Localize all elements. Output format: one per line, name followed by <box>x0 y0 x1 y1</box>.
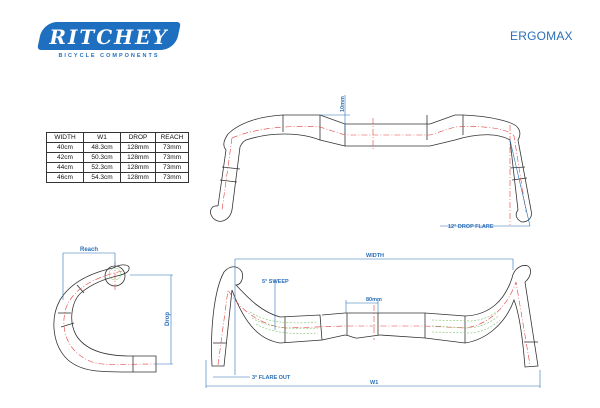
w1-label: W1 <box>370 380 378 386</box>
front-view-drawing <box>210 114 532 223</box>
width-label: WIDTH <box>366 253 384 259</box>
reach-label: Reach <box>80 247 98 253</box>
clamp-width-label: 80mm <box>366 297 382 303</box>
side-view-dimensions <box>62 252 173 365</box>
product-title: ERGOMAX <box>510 29 573 43</box>
top-view-centerline <box>217 281 531 366</box>
cell-reach: 73mm <box>155 172 189 183</box>
table-row: 44cm 52.3cm 128mm 73mm <box>46 162 189 173</box>
grip-zone-left <box>249 311 319 334</box>
front-view-dimensions <box>320 95 531 227</box>
side-view-drawing <box>53 264 157 373</box>
grip-zone-right <box>431 311 501 334</box>
brand-tagline: BICYCLE COMPONENTS <box>58 53 160 59</box>
front-view-centerline <box>221 118 527 225</box>
spec-table-header: WIDTH W1 DROP REACH <box>46 132 189 143</box>
rise-label: 10mm <box>340 96 346 112</box>
spec-table: WIDTH W1 DROP REACH 40cm 48.3cm 128mm 73… <box>46 132 189 183</box>
drop-label: Drop <box>165 312 171 326</box>
sweep-label: 5° SWEEP <box>262 279 289 285</box>
drop-flare-label: 12° DROP FLARE <box>448 224 494 230</box>
flare-out-label: 3° FLARE OUT <box>252 375 291 381</box>
brand-name: RITCHEY <box>49 25 169 49</box>
ritchey-logo: RITCHEY BICYCLE COMPONENTS <box>37 22 181 62</box>
top-view-drawing <box>211 265 539 368</box>
top-view-dimensions <box>205 258 541 388</box>
table-row: 46cm 54.3cm 128mm 73mm <box>46 172 189 183</box>
